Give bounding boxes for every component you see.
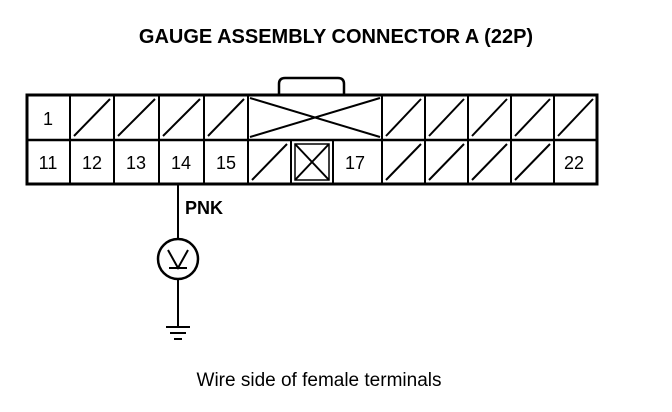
connector-bottom-row: 11 12 13 14 15 17 22 [26,139,598,185]
empty-cavity-slash [385,98,422,137]
empty-cavity-slash [514,98,551,137]
empty-cavity-slash [385,143,422,181]
bottom-cavity-22 [553,139,598,185]
empty-cavity-slash [207,98,245,137]
terminal-label: 13 [126,153,146,173]
terminal-label: 11 [39,153,58,173]
empty-cavity-slash [251,143,288,181]
terminal-label: 12 [82,153,102,173]
terminal-label: 1 [43,109,53,129]
terminal-label: 22 [564,153,584,173]
connector-lock-tab [277,76,346,95]
empty-cavity-slash [471,98,508,137]
terminal-label: 15 [216,153,236,173]
empty-cavity-slash [162,98,201,137]
ground-icon [166,326,190,340]
empty-cavity-slash [73,98,111,137]
crossed-cavity-x [294,143,330,181]
voltmeter-icon [156,237,200,281]
diagram-title: GAUGE ASSEMBLY CONNECTOR A (22P) [139,26,533,48]
empty-cavity-slash [471,143,508,181]
empty-cavity-slash [428,98,465,137]
empty-cavity-slash [117,98,156,137]
empty-cavity-slash [514,143,551,181]
wire-color-label: PNK [185,198,223,218]
diagram-caption: Wire side of female terminals [197,370,442,391]
terminal-label: 17 [345,153,365,173]
terminal-label: 14 [171,153,191,173]
lock-region-cross [249,97,381,138]
empty-cavity-slash [428,143,465,181]
empty-cavity-slash [557,98,594,137]
crossed-cavity-box [294,143,330,181]
